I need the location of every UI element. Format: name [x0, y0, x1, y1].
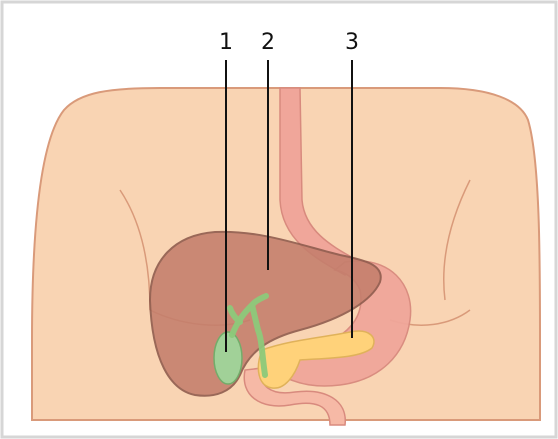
- label-1: 1: [219, 30, 233, 55]
- label-3: 3: [345, 30, 359, 55]
- label-2: 2: [261, 30, 275, 55]
- gallbladder: [214, 332, 242, 384]
